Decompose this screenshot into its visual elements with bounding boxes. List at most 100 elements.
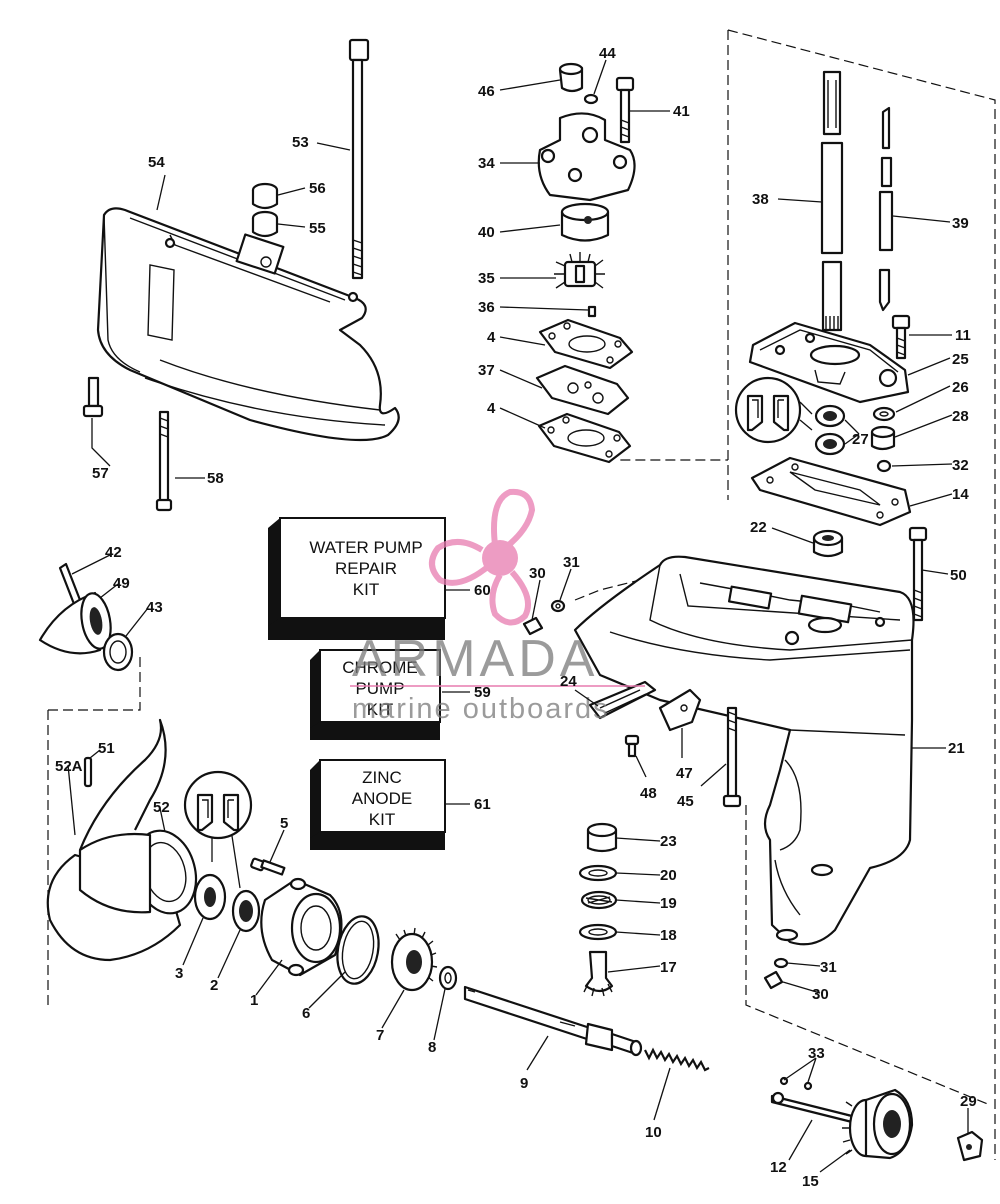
callout-10: 10 — [645, 1124, 662, 1141]
callout-33: 33 — [808, 1045, 825, 1062]
water-pump-stack — [535, 62, 636, 464]
callout-39: 39 — [952, 215, 969, 232]
kit-box-water-pump: WATER PUMP REPAIR KIT — [268, 517, 446, 640]
callout-8: 8 — [428, 1039, 436, 1056]
shift-cam-29 — [956, 1130, 984, 1162]
bearing-carrier-1 — [260, 877, 343, 977]
callout-32: 32 — [952, 457, 969, 474]
callout-31-lower: 31 — [820, 959, 837, 976]
watermark-propeller-icon — [429, 488, 536, 626]
screw-11 — [891, 314, 911, 360]
callout-37: 37 — [478, 362, 495, 379]
stud-45 — [722, 706, 742, 808]
watermark-brand: ARMADA — [352, 630, 598, 688]
callout-12: 12 — [770, 1159, 787, 1176]
washer-8 — [438, 965, 458, 991]
seal-detail-27 — [734, 376, 846, 456]
callout-36: 36 — [478, 299, 495, 316]
callout-61: 61 — [474, 796, 491, 813]
callout-19: 19 — [660, 895, 677, 912]
callout-29: 29 — [960, 1093, 977, 1110]
callout-4-upper: 4 — [487, 329, 496, 346]
callout-43: 43 — [146, 599, 163, 616]
callout-15: 15 — [802, 1173, 819, 1190]
callout-49: 49 — [113, 575, 130, 592]
reverse-gear-7 — [390, 927, 438, 992]
exhaust-housing — [96, 207, 400, 442]
callout-38: 38 — [752, 191, 769, 208]
screw-5 — [250, 857, 286, 876]
callout-20: 20 — [660, 867, 677, 884]
seals-26-28-32 — [870, 406, 896, 473]
callout-26: 26 — [952, 379, 969, 396]
bushings-55-56 — [251, 182, 279, 238]
stud-58 — [155, 410, 173, 512]
cotter-pin-42 — [58, 562, 82, 606]
kit-box-zinc-anode: ZINC ANODE KIT — [310, 759, 446, 850]
callout-7: 7 — [376, 1027, 384, 1044]
spring-10 — [644, 1047, 710, 1072]
callout-51: 51 — [98, 740, 115, 757]
stud-50 — [908, 526, 928, 622]
callout-25: 25 — [952, 351, 969, 368]
callout-6: 6 — [302, 1005, 310, 1022]
callout-46: 46 — [478, 83, 495, 100]
bushing-22 — [812, 529, 844, 558]
callout-3: 3 — [175, 965, 183, 982]
callout-47: 47 — [676, 765, 693, 782]
callout-57: 57 — [92, 465, 109, 482]
callout-17: 17 — [660, 959, 677, 976]
callout-22: 22 — [750, 519, 767, 536]
water-pump-kit-line-2: REPAIR — [335, 559, 397, 578]
bearing-stack — [578, 822, 618, 997]
assembly-guide-lines — [47, 29, 996, 1160]
callout-52a: 52A — [55, 758, 83, 775]
callout-numbers: 57 58 54 53 56 55 46 44 41 34 40 35 36 4… — [55, 45, 977, 1190]
drive-shaft-38 — [820, 70, 844, 332]
callout-45: 45 — [677, 793, 694, 810]
callout-24: 24 — [560, 673, 577, 690]
callout-34: 34 — [478, 155, 495, 172]
o-ring-6 — [336, 915, 380, 985]
seal-detail-carrier — [183, 770, 253, 889]
chrome-pump-kit-line-1: CHROME — [342, 658, 418, 677]
callout-42: 42 — [105, 544, 122, 561]
callout-60: 60 — [474, 582, 491, 599]
watermark: ARMADA marine outboards — [350, 488, 645, 725]
callout-5: 5 — [280, 815, 288, 832]
chrome-pump-kit-line-2: PUMP — [355, 679, 404, 698]
pin-51 — [83, 756, 93, 788]
callout-35: 35 — [478, 270, 495, 287]
drain-screws-upper — [522, 599, 566, 636]
screw-57 — [82, 376, 104, 418]
callout-55: 55 — [309, 220, 326, 237]
callout-50: 50 — [950, 567, 967, 584]
leader-lines — [67, 59, 969, 1173]
plate-25 — [748, 321, 910, 404]
callout-44: 44 — [599, 45, 616, 62]
callout-58: 58 — [207, 470, 224, 487]
zinc-anode-kit-line-2: ANODE — [352, 789, 412, 808]
anode-assembly — [588, 680, 702, 758]
water-pump-kit-line-3: KIT — [353, 580, 379, 599]
zinc-anode-kit-line-3: KIT — [369, 810, 395, 829]
callout-28: 28 — [952, 408, 969, 425]
callout-30-lower: 30 — [812, 986, 829, 1003]
callout-21: 21 — [948, 740, 965, 757]
callout-40: 40 — [478, 224, 495, 241]
callout-4-lower: 4 — [487, 400, 496, 417]
callout-14: 14 — [952, 486, 969, 503]
callout-2: 2 — [210, 977, 218, 994]
callout-18: 18 — [660, 927, 677, 944]
callout-56: 56 — [309, 180, 326, 197]
callout-59: 59 — [474, 684, 491, 701]
callout-54: 54 — [148, 154, 165, 171]
bearing-3 — [193, 873, 227, 921]
propeller-shaft-9 — [463, 985, 643, 1057]
callout-31-upper: 31 — [563, 554, 580, 571]
callout-53: 53 — [292, 134, 309, 151]
callout-23: 23 — [660, 833, 677, 850]
callout-41: 41 — [673, 103, 690, 120]
water-pump-kit-line-1: WATER PUMP — [309, 538, 422, 557]
